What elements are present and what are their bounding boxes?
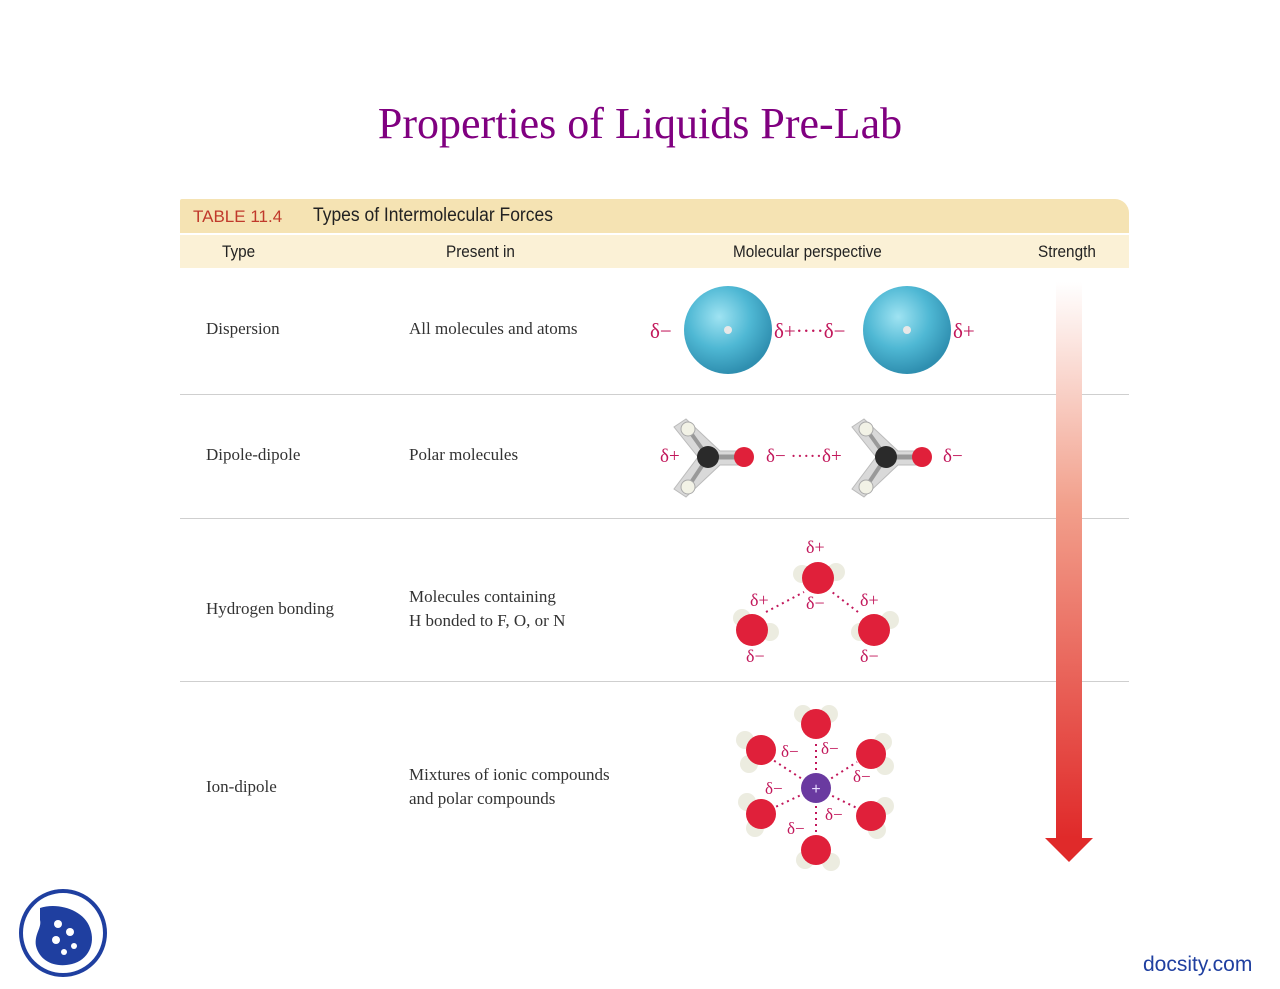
row-present-ion-line1: Mixtures of ionic compounds (409, 765, 610, 784)
ion-dipole-diagram: + δ− δ− δ− δ− δ− δ− (736, 705, 894, 871)
table-name: Types of Intermolecular Forces (313, 205, 553, 226)
delta-label: δ− (787, 819, 805, 838)
water-molecule (856, 733, 894, 775)
delta-label: δ+····δ− (774, 319, 845, 343)
row-type-dispersion: Dispersion (206, 319, 280, 338)
delta-label: δ+ (953, 319, 975, 343)
water-molecule (733, 609, 779, 646)
delta-label: δ+ (860, 590, 879, 610)
row-divider (180, 681, 1129, 682)
table-title-bar: TABLE 11.4 Types of Intermolecular Force… (180, 199, 1129, 233)
row-type-ion-dipole: Ion-dipole (206, 777, 277, 796)
row-divider (180, 518, 1129, 519)
row-type-dipole: Dipole-dipole (206, 445, 301, 464)
header-strength: Strength (1038, 242, 1096, 261)
dipole-diagram: δ+ δ− ·····δ+ δ− (660, 418, 963, 498)
row-divider (180, 394, 1129, 395)
water-molecule (738, 793, 776, 837)
water-molecule (856, 797, 894, 839)
ion-charge: + (811, 781, 820, 798)
strength-arrow (1045, 282, 1093, 862)
row-present-hbond-line2: H bonded to F, O, or N (409, 611, 566, 630)
polar-molecule (851, 418, 932, 498)
delta-label: δ+ (660, 446, 680, 467)
delta-label: δ− (943, 446, 963, 467)
table-number: TABLE 11.4 (193, 207, 283, 226)
delta-label: δ+ (750, 590, 769, 610)
docsity-brand-text[interactable]: docsity.com (1143, 953, 1253, 976)
table-header-row: Type Present in Molecular perspective St… (180, 235, 1129, 268)
row-present-dipole: Polar molecules (409, 445, 519, 464)
nucleus (903, 326, 911, 334)
delta-label: δ− (650, 319, 672, 343)
delta-label: δ− (860, 646, 879, 666)
slide-title: Properties of Liquids Pre-Lab (377, 99, 903, 148)
row-present-hbond-line1: Molecules containing (409, 587, 556, 606)
delta-label: δ+ (806, 537, 825, 557)
delta-label: δ− (806, 593, 825, 613)
water-molecule (796, 835, 840, 871)
water-molecule (851, 611, 899, 646)
delta-label: δ− (746, 646, 765, 666)
delta-label: δ− (781, 742, 799, 761)
delta-label: δ− (765, 779, 783, 798)
delta-label: δ− (853, 767, 871, 786)
header-molecular-perspective: Molecular perspective (733, 242, 882, 261)
water-molecule (794, 705, 838, 739)
delta-label: δ− (821, 739, 839, 758)
dispersion-diagram: δ− δ+····δ− δ+ (650, 286, 975, 374)
row-present-dispersion: All molecules and atoms (409, 319, 578, 338)
water-molecule (793, 562, 845, 594)
header-type: Type (222, 242, 256, 261)
delta-label: δ− ·····δ+ (766, 446, 842, 467)
hydrogen-bond-diagram: δ+ δ− δ+ δ+ δ− δ− (733, 537, 899, 666)
docsity-logo (19, 889, 107, 977)
row-present-ion-line2: and polar compounds (409, 789, 556, 808)
polar-molecule (673, 418, 754, 498)
nucleus (724, 326, 732, 334)
water-molecule (736, 731, 776, 773)
delta-label: δ− (825, 805, 843, 824)
header-present-in: Present in (446, 242, 515, 261)
row-type-hbond: Hydrogen bonding (206, 599, 334, 618)
ion-sphere (801, 773, 831, 803)
